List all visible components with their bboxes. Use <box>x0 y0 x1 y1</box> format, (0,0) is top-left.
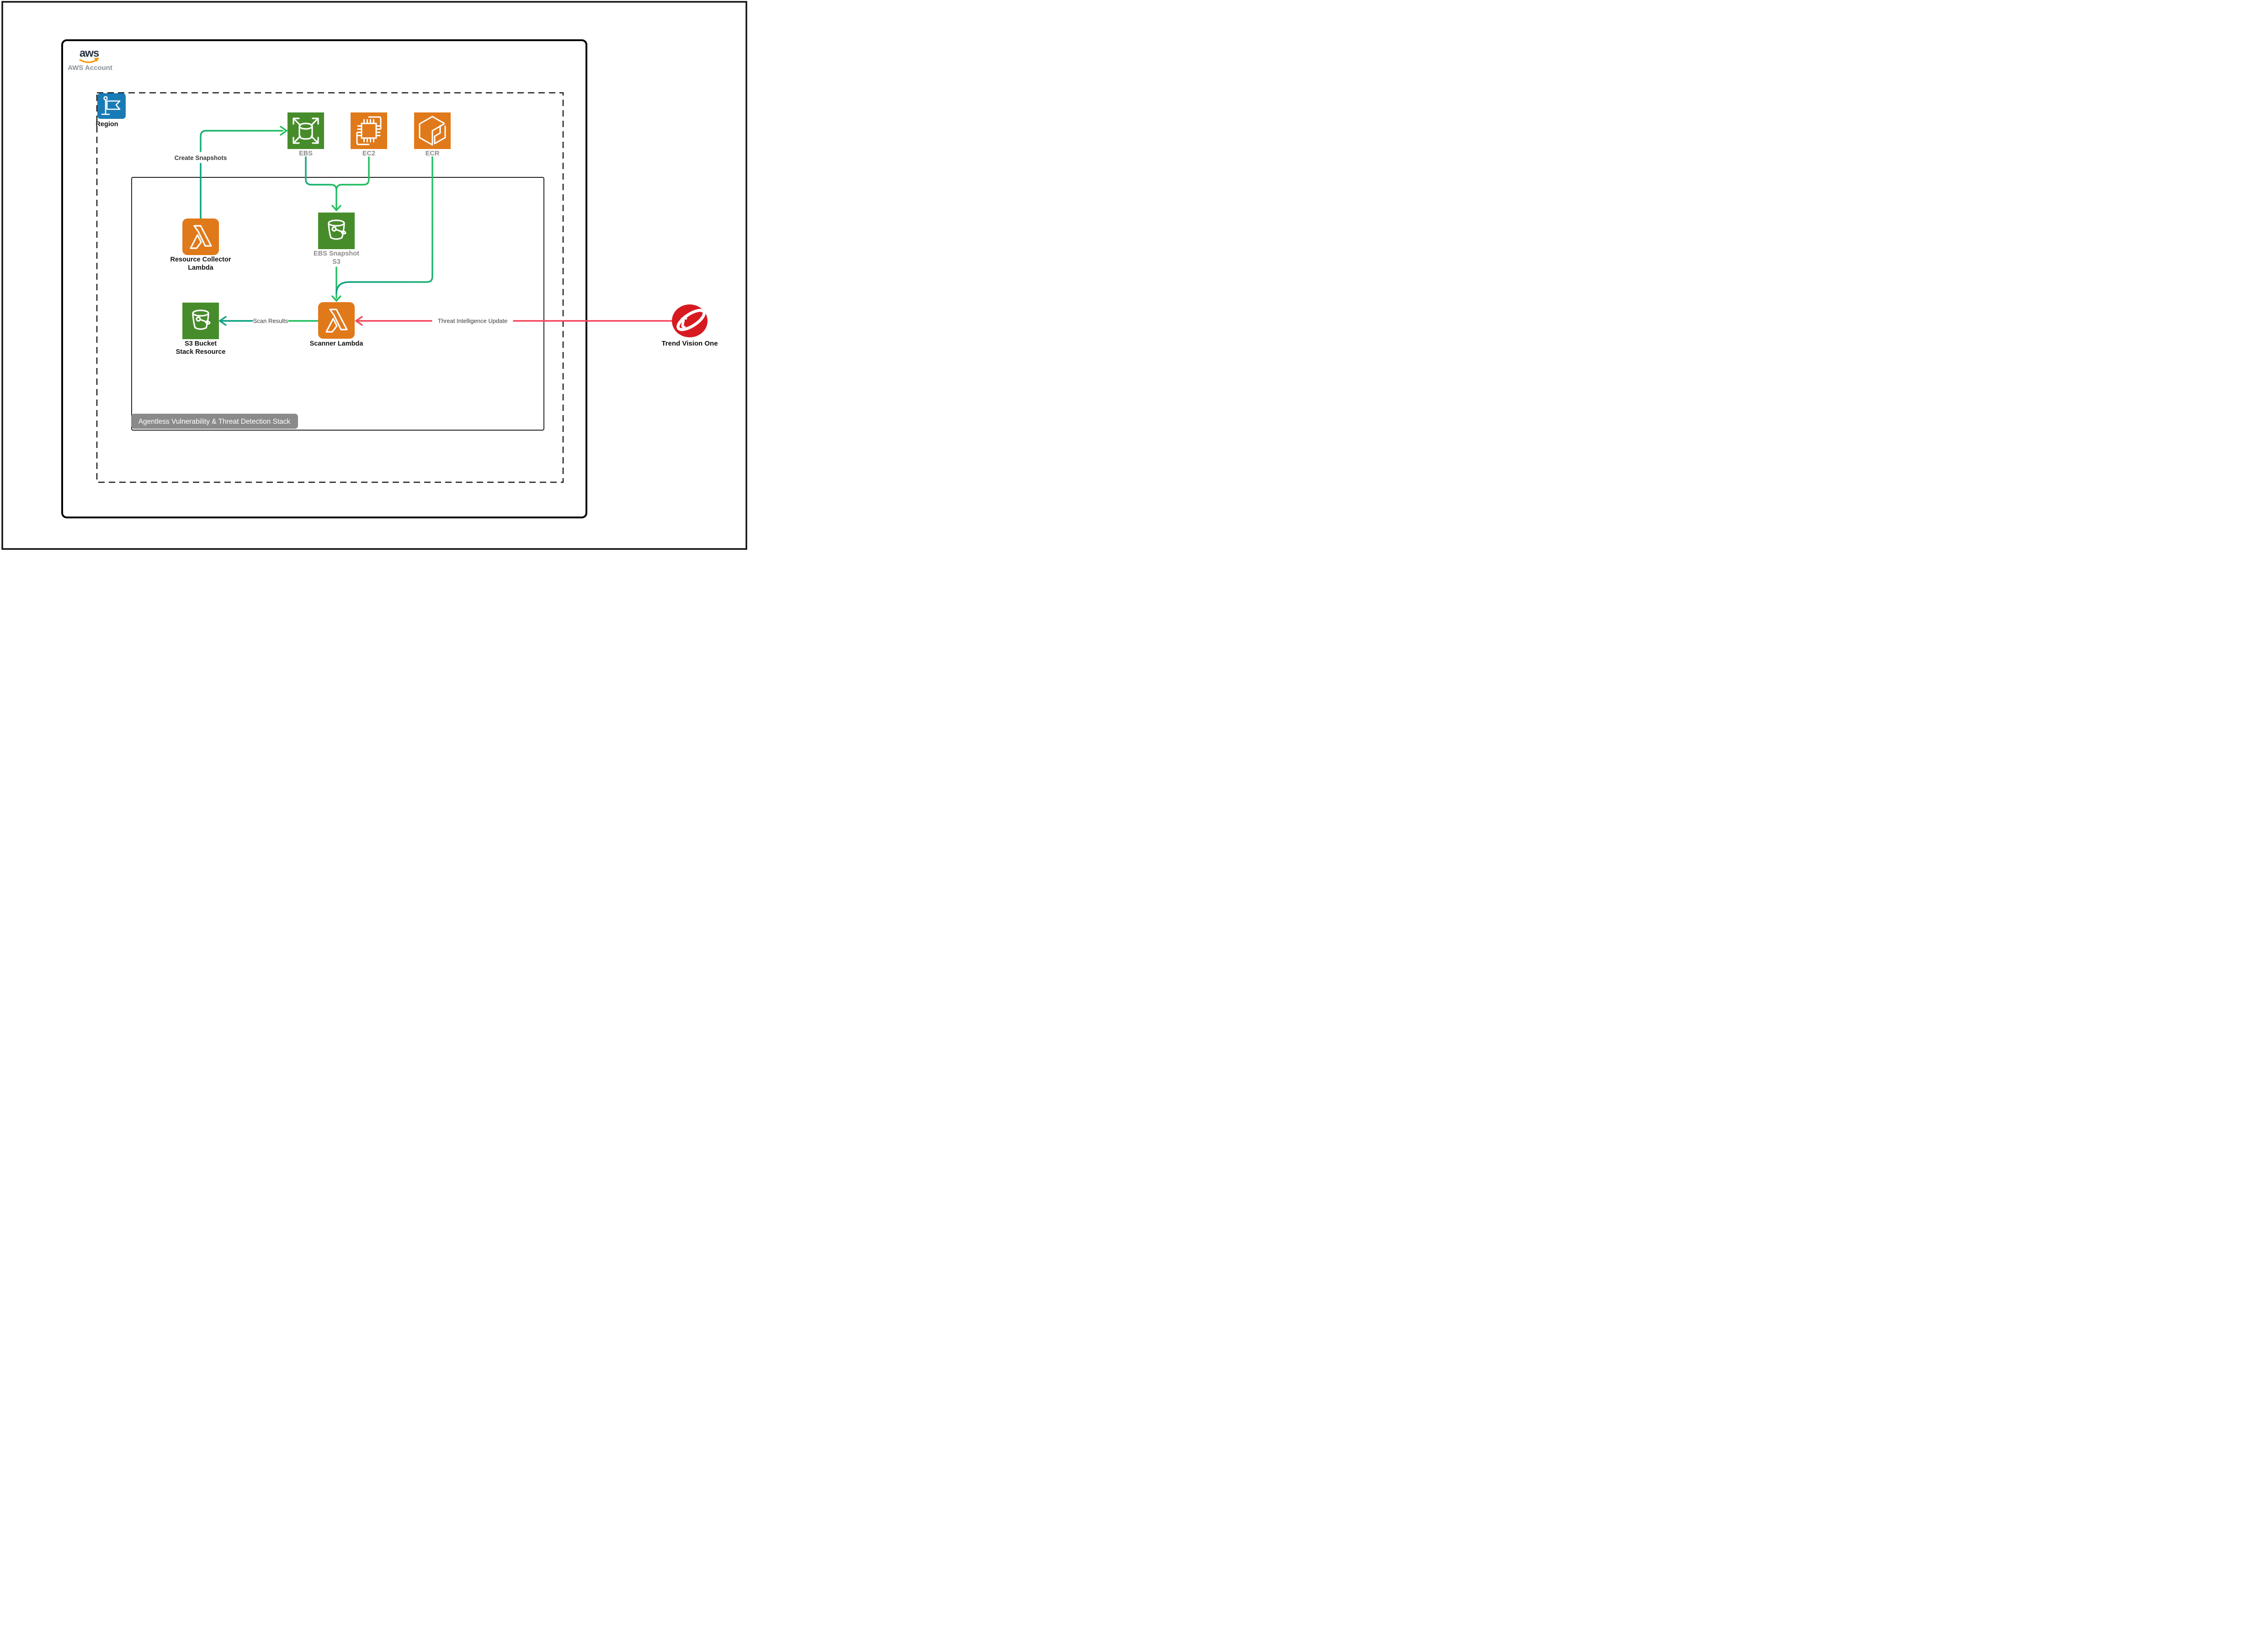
s3-bucket-icon <box>182 303 219 339</box>
arrowhead-left-icon <box>355 316 363 326</box>
architecture-diagram: aws AWS Account Region <box>1 1 747 550</box>
s3-bucket-stack-resource-label-line1: S3 Bucket <box>185 340 217 347</box>
threat-intelligence-label: Threat Intelligence Update <box>438 318 507 325</box>
ebs-label: EBS <box>299 150 313 157</box>
s3-bucket-stack-resource-node: S3 Bucket Stack Resource <box>176 303 226 356</box>
s3-bucket-icon <box>318 213 355 249</box>
scan-results-label: Scan Results <box>253 318 288 325</box>
trend-t-glyph: t <box>680 310 687 332</box>
ecr-node: ECR <box>414 112 451 157</box>
amazon-smile-icon <box>79 59 98 63</box>
region-label: Region <box>96 121 118 128</box>
region-flag-icon <box>97 93 126 119</box>
amazon-smile-arrow-tip-icon <box>94 58 99 62</box>
arrowhead-left-icon <box>218 316 227 326</box>
aws-account-box <box>61 39 587 518</box>
arrowhead-right-icon <box>280 126 288 136</box>
edge-snapshot-to-scanner <box>331 266 341 302</box>
page-border <box>1 1 747 550</box>
stack-badge-background <box>131 414 298 429</box>
edge-threat-intelligence <box>355 316 673 326</box>
scanner-lambda-label: Scanner Lambda <box>310 340 364 347</box>
region-boundary <box>96 92 564 483</box>
arrowhead-down-icon <box>331 205 341 212</box>
resource-collector-lambda-label-line1: Resource Collector <box>170 256 231 263</box>
stack-badge: Agentless Vulnerability & Threat Detecti… <box>131 414 298 429</box>
edge-create-snapshots <box>200 126 288 219</box>
trend-swoosh-icon <box>676 309 706 331</box>
create-snapshots-label: Create Snapshots <box>175 155 227 161</box>
ebs-snapshot-s3-node: EBS Snapshot S3 <box>314 213 359 266</box>
trend-vision-one-node: t Trend Vision One <box>661 304 718 347</box>
stack-badge-label: Agentless Vulnerability & Threat Detecti… <box>138 418 291 426</box>
stack-box <box>131 177 544 431</box>
trend-vision-one-label: Trend Vision One <box>661 340 718 347</box>
s3-bucket-stack-resource-label-line2: Stack Resource <box>176 348 226 356</box>
diagram-canvas: aws AWS Account Region <box>0 0 749 551</box>
scanner-lambda-node: Scanner Lambda <box>310 302 364 347</box>
aws-logo: aws AWS Account <box>68 47 112 72</box>
ebs-snapshot-s3-label-line2: S3 <box>332 258 341 266</box>
edge-ec2-to-snapshot <box>331 156 370 212</box>
ebs-node: EBS <box>287 112 324 157</box>
aws-account-label: AWS Account <box>68 64 112 72</box>
arrowhead-down-icon <box>331 295 341 302</box>
ecr-label: ECR <box>426 150 440 157</box>
edge-scan-results <box>218 316 319 326</box>
resource-collector-lambda-label-line2: Lambda <box>188 264 214 272</box>
edge-ebs-to-snapshot <box>305 156 337 191</box>
aws-logo-text: aws <box>80 47 99 59</box>
region-node: Region <box>96 93 126 128</box>
ec2-node: EC2 <box>351 112 387 157</box>
ebs-snapshot-s3-label-line1: EBS Snapshot <box>314 250 359 257</box>
ec2-label: EC2 <box>362 150 375 157</box>
edge-ecr-to-scanner <box>335 156 433 294</box>
resource-collector-lambda-node: Resource Collector Lambda <box>170 218 231 272</box>
